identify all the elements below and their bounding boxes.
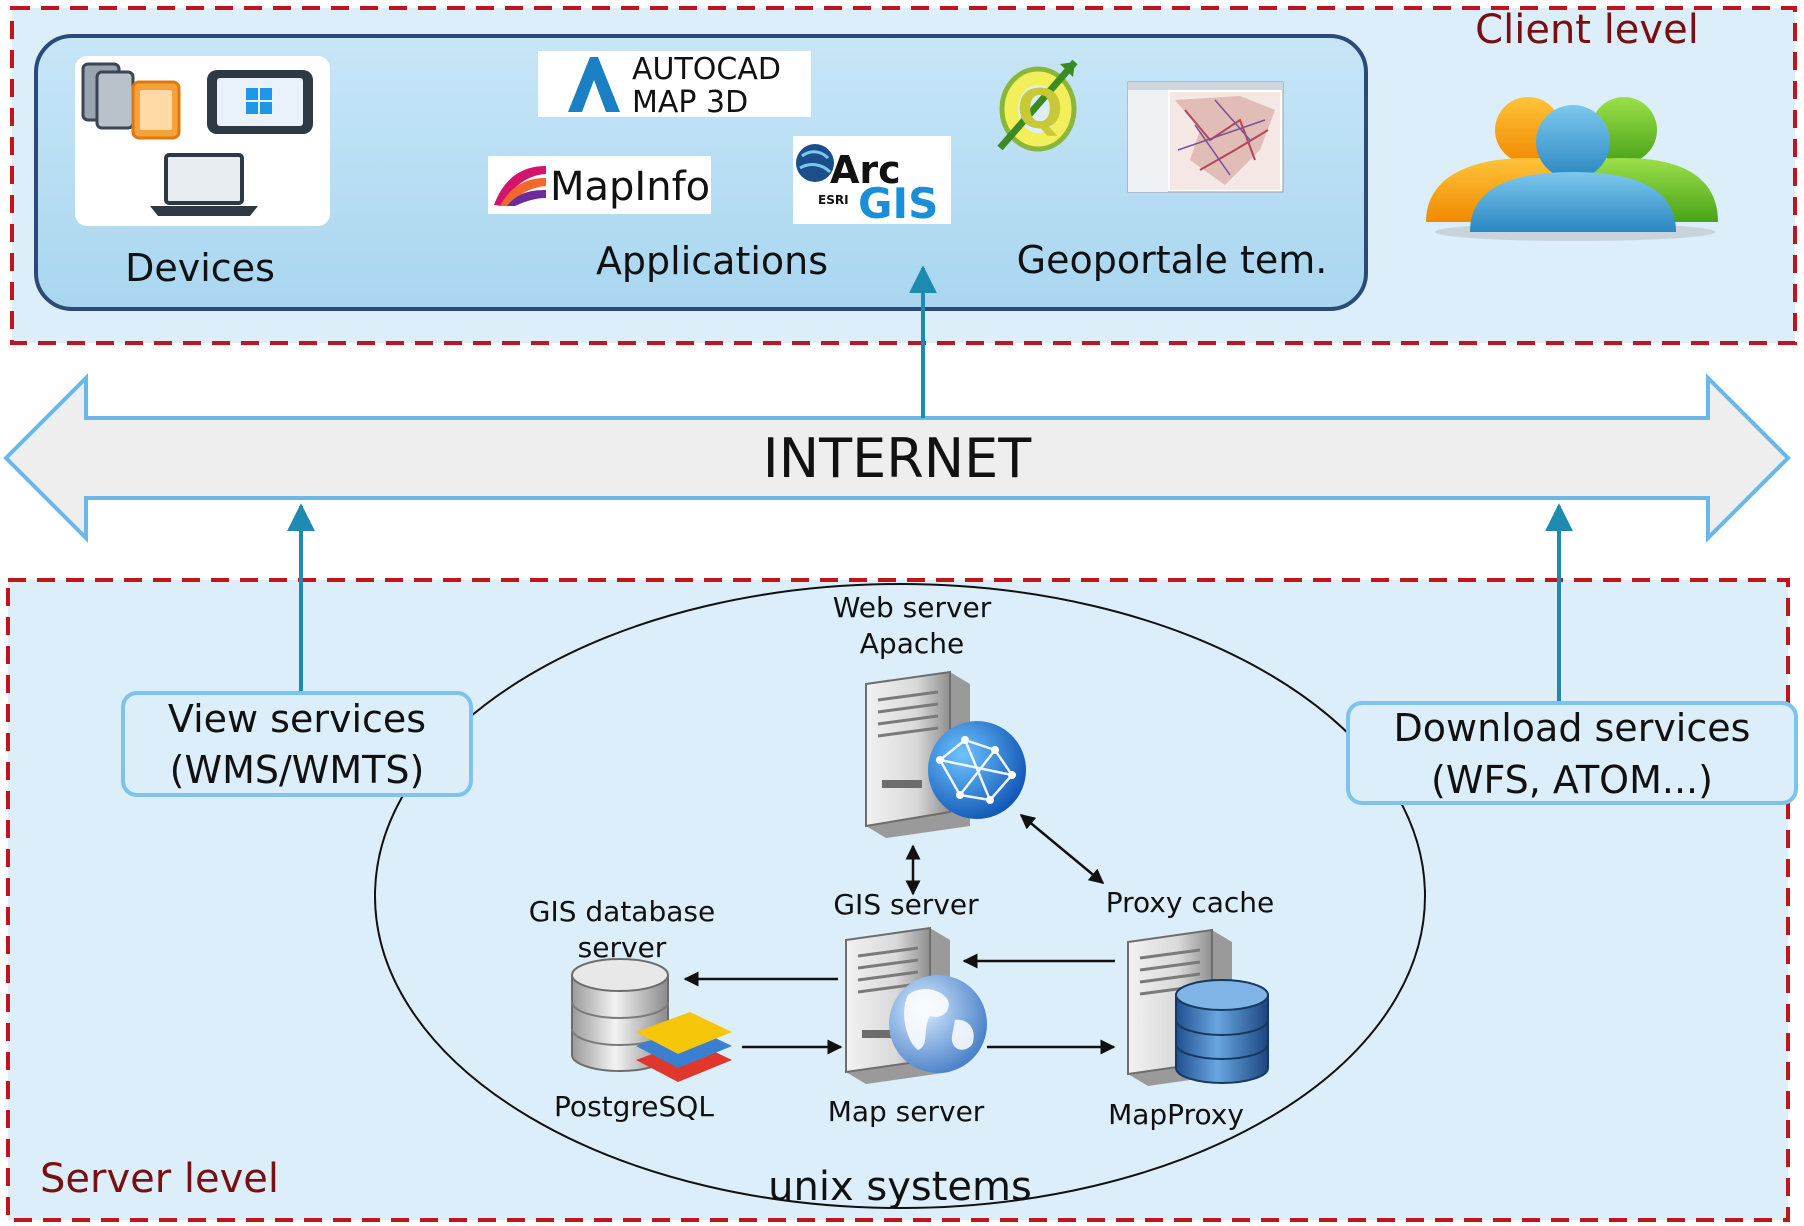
- gis-server-label: GIS server: [833, 888, 979, 921]
- internet-double-arrow: [3, 373, 1791, 543]
- gis-database-group: GIS database server PostgreSQL: [529, 895, 732, 1123]
- proxy-cache-label: Proxy cache: [1106, 886, 1275, 919]
- geoportal-label: Geoportale tem.: [1017, 238, 1328, 282]
- mapinfo-logo: MapInfo: [488, 156, 711, 214]
- web-server-line2: Apache: [860, 627, 964, 660]
- gis-server-group: GIS server Map server: [828, 888, 987, 1128]
- web-proxy-arrow: [1019, 814, 1105, 884]
- internet-connectors: [287, 265, 1573, 701]
- windows-tablet-icon: [207, 70, 313, 134]
- web-server-line1: Web server: [833, 591, 992, 624]
- qgis-letter: Q: [1017, 78, 1063, 141]
- applications-group: AUTOCAD MAP 3D MapInfo Arc ESRI GIS Appl…: [488, 51, 951, 283]
- geoportal-screenshot-thumbnail: [1127, 81, 1284, 193]
- network-globe-icon: [928, 721, 1026, 819]
- view-services-box: View services (WMS/WMTS): [121, 691, 473, 797]
- download-services-line1: Download services: [1394, 706, 1751, 750]
- internal-connectors: [683, 814, 1116, 1055]
- mapinfo-text: MapInfo: [550, 164, 710, 210]
- arcgis-gis-text: GIS: [858, 179, 938, 228]
- autocad-line2: MAP 3D: [632, 85, 748, 120]
- applications-label: Applications: [596, 239, 828, 283]
- server-level-label: Server level: [40, 1156, 279, 1202]
- unix-systems-label: unix systems: [768, 1164, 1032, 1210]
- earth-globe-icon: [889, 975, 987, 1073]
- download-services-box: Download services (WFS, ATOM...): [1346, 701, 1798, 805]
- mapproxy-label: MapProxy: [1108, 1098, 1244, 1131]
- view-services-line1: View services: [168, 697, 426, 741]
- internet-band: INTERNET: [3, 373, 1791, 543]
- arcgis-logo: Arc ESRI GIS: [793, 136, 951, 228]
- gis-database-line1: GIS database: [529, 895, 715, 928]
- download-services-line2: (WFS, ATOM...): [1431, 758, 1713, 802]
- arcgis-arc-text: Arc: [830, 148, 901, 192]
- qgis-icon: Q: [997, 59, 1078, 152]
- autocad-logo: AUTOCAD MAP 3D: [538, 51, 811, 120]
- users-icon: [1426, 97, 1718, 241]
- map-server-label: Map server: [828, 1095, 985, 1128]
- autocad-line1: AUTOCAD: [632, 52, 781, 87]
- web-server-group: Web server Apache: [833, 591, 1026, 838]
- tablet-icon: [81, 62, 181, 140]
- internet-label: INTERNET: [763, 427, 1032, 490]
- cache-database-icon: [1175, 979, 1269, 1084]
- autocad-a-icon: [568, 57, 620, 112]
- devices-label: Devices: [125, 246, 275, 290]
- arcgis-globe-icon: [796, 144, 834, 182]
- client-level-label: Client level: [1475, 7, 1699, 53]
- layers-icon: [636, 1012, 732, 1082]
- client-level-region: Client level Devices: [10, 6, 1797, 345]
- postgresql-label: PostgreSQL: [554, 1090, 714, 1123]
- proxy-cache-group: Proxy cache MapProxy: [1106, 886, 1275, 1131]
- unix-systems-ellipse: [374, 583, 1426, 1209]
- arcgis-esri-text: ESRI: [818, 193, 849, 207]
- geoportal-group: Q Geoportale tem.: [997, 59, 1328, 282]
- laptop-icon: [150, 153, 258, 216]
- server-level-region: Server level unix systems View services …: [6, 578, 1798, 1222]
- web-server-tower-icon: [865, 670, 970, 838]
- devices-group: Devices: [75, 56, 330, 290]
- view-services-line2: (WMS/WMTS): [170, 748, 425, 792]
